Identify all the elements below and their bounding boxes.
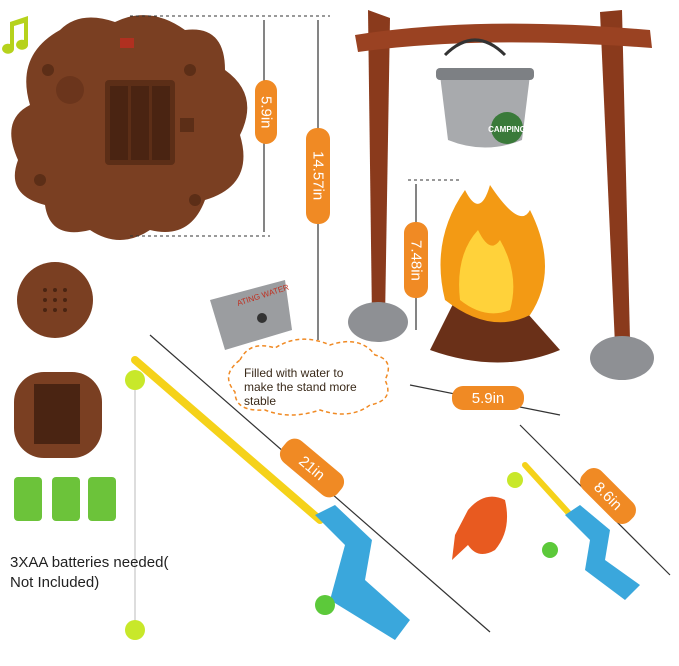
battery-icons <box>14 477 116 521</box>
battery-note-text: 3XAA batteries needed( Not Included) <box>10 554 169 591</box>
fishing-rod-short <box>507 462 640 600</box>
campfire-stand <box>348 10 654 380</box>
guide-lines <box>130 15 460 237</box>
pot-label: CAMPING <box>488 125 526 134</box>
fire-height-label: 7.48in <box>404 222 428 298</box>
stand-water-plug <box>210 280 292 350</box>
toy-fish <box>452 496 508 560</box>
fishing-rod-long <box>125 356 410 640</box>
battery-compartment-closeup <box>14 372 102 458</box>
music-note-icon <box>2 16 29 54</box>
base-height-label: 5.9in <box>255 80 277 144</box>
fire-width-label: 5.9in <box>452 386 524 410</box>
stand-height-label: 14.57in <box>306 128 330 224</box>
campfire-flame <box>430 185 560 363</box>
water-note-text: Filled with water to make the stand more… <box>244 366 357 408</box>
camping-pot <box>436 38 534 148</box>
water-note-bubble <box>227 338 390 416</box>
base-underside <box>11 15 248 240</box>
speaker-closeup <box>17 262 93 338</box>
